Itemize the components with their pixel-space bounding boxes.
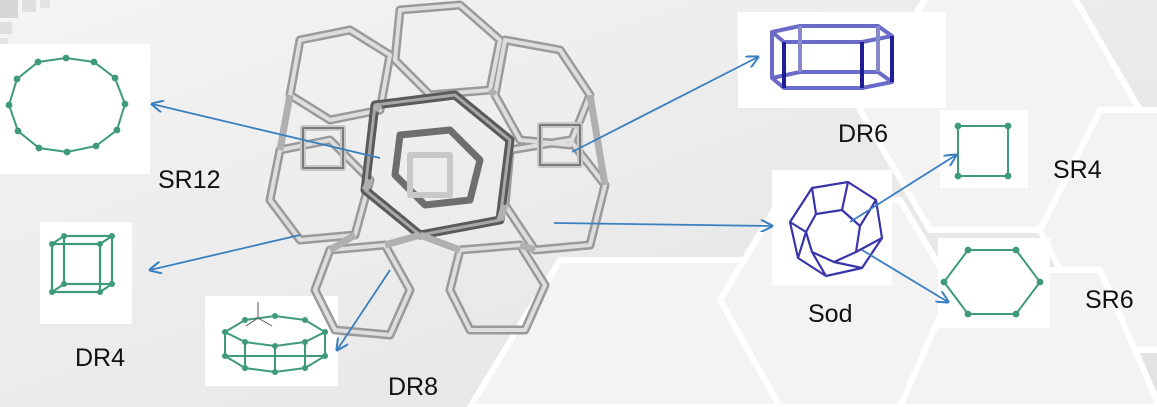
arrow-to-dr6 <box>571 57 758 153</box>
sr12-ring-icon <box>5 54 129 156</box>
dr8-label: DR8 <box>388 373 439 401</box>
dr4-cube-icon <box>49 233 115 295</box>
arrow-to-dr8 <box>337 269 391 350</box>
sr6-ring-icon <box>940 246 1044 318</box>
connector-arrows <box>150 57 956 350</box>
arrow-to-dr4 <box>150 234 301 270</box>
dr4-label: DR4 <box>75 344 126 372</box>
arrow-to-sodalite <box>553 223 772 226</box>
dr6-label: DR6 <box>838 120 889 148</box>
sodalite-cage-icon <box>788 180 884 278</box>
faujasite-framework <box>265 0 610 340</box>
arrow-to-sr6 <box>861 249 948 302</box>
dr6-prism-icon <box>770 24 894 90</box>
sr12-label: SR12 <box>158 166 221 194</box>
arrow-to-sr12 <box>152 104 381 159</box>
sr6-label: SR6 <box>1085 286 1134 314</box>
sr12-panel <box>0 44 150 174</box>
dr8-prism-icon <box>221 302 329 375</box>
sodalite-label: Sod <box>808 300 853 328</box>
sr4-label: SR4 <box>1053 156 1102 184</box>
dr4-panel <box>40 222 132 324</box>
sr4-ring-icon <box>954 122 1012 180</box>
arrow-to-sr4 <box>849 155 956 223</box>
